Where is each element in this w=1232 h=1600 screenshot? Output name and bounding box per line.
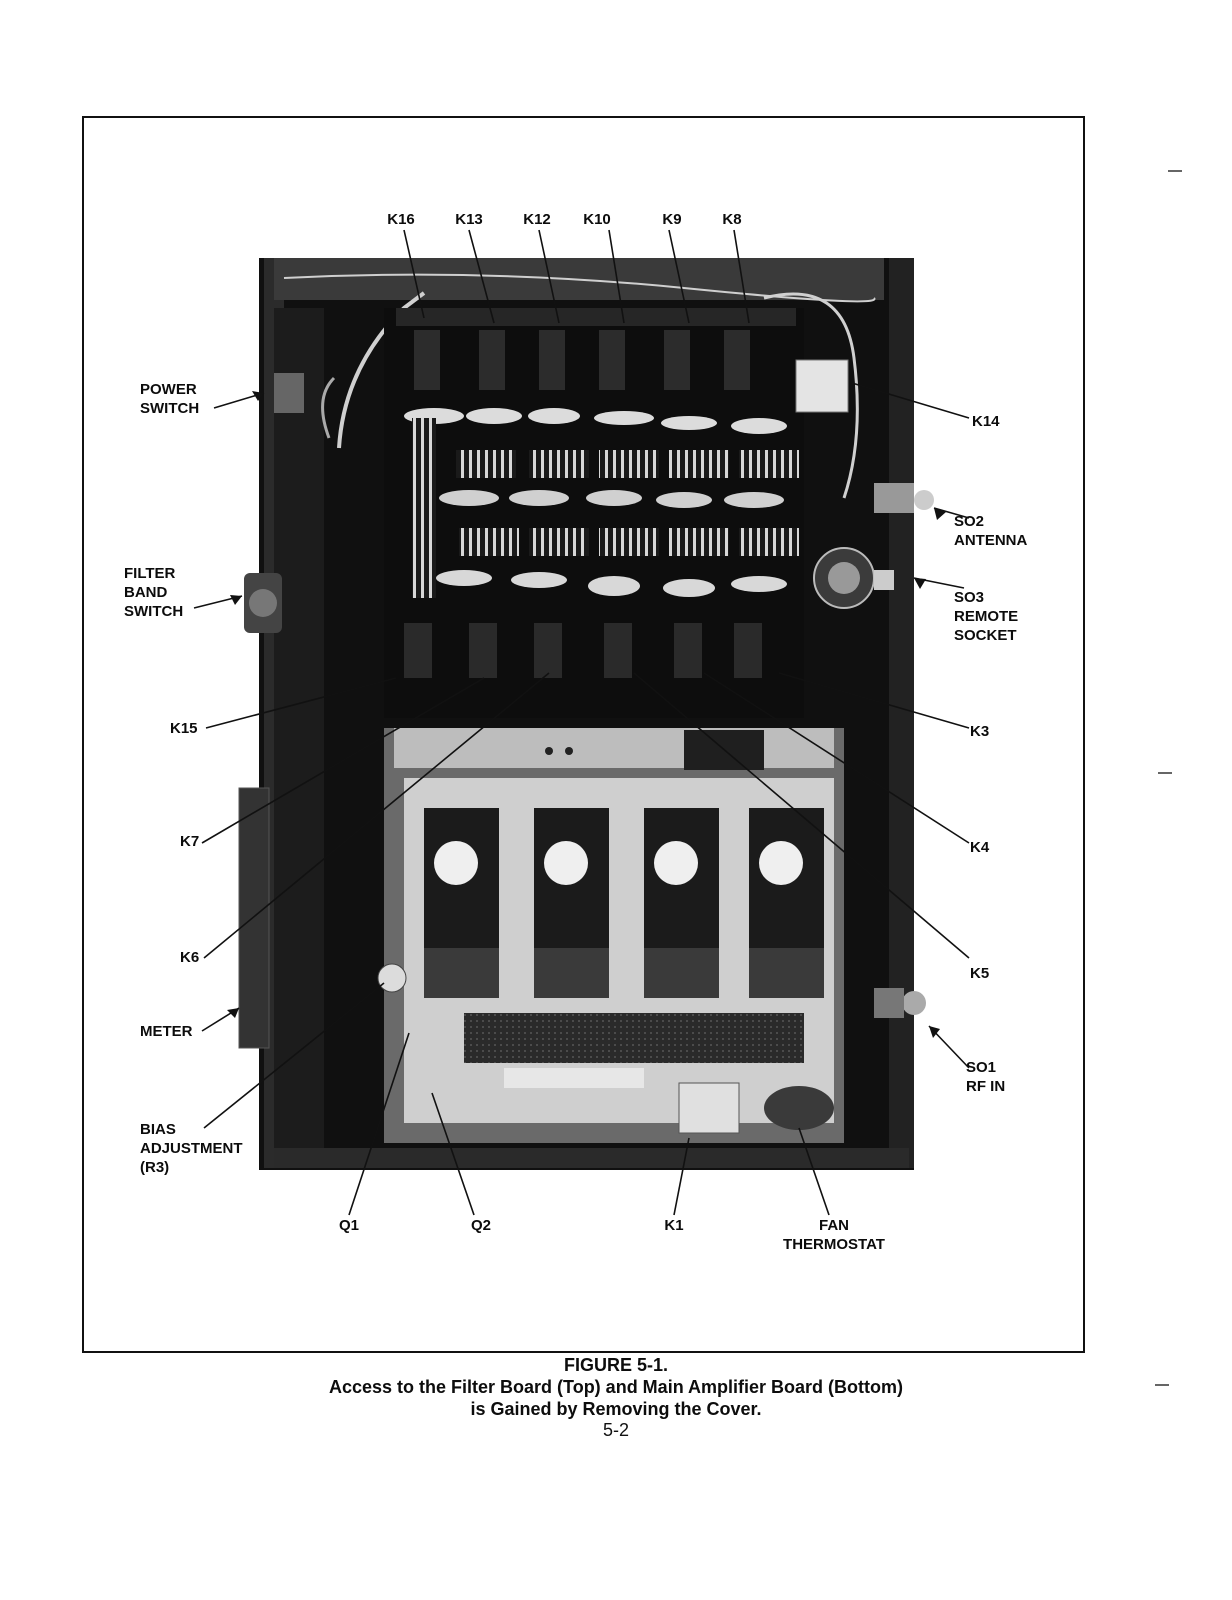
label-q2: Q2 [470, 1217, 491, 1234]
caption-figure-number: FIGURE 5-1. [563, 1355, 669, 1375]
label-power-switch: POWER SWITCH [140, 381, 200, 417]
label-filter-band-switch: FILTER BAND SWITCH [124, 565, 184, 620]
label-k7: K7 [180, 833, 200, 850]
label-k3: K3 [970, 723, 990, 740]
page-number: 5-2 [602, 1420, 629, 1440]
label-k1: K1 [664, 1217, 684, 1234]
label-k13: K13 [455, 211, 483, 228]
label-so3-remote-socket: SO3 REMOTE SOCKET [954, 589, 1019, 644]
label-k9: K9 [662, 211, 682, 228]
margin-mark [1155, 1384, 1169, 1386]
label-bias-adjustment: BIAS ADJUSTMENT (R3) [140, 1121, 243, 1176]
label-so1-rf-in: SO1 RF IN [966, 1059, 1006, 1095]
margin-mark [1168, 170, 1182, 172]
label-k10: K10 [583, 211, 611, 228]
label-k16: K16 [387, 211, 415, 228]
label-fan-thermostat: FAN THERMOSTAT [783, 1217, 885, 1253]
label-k14: K14 [972, 413, 1000, 430]
amplifier-interior-photo [193, 229, 970, 1216]
label-k8: K8 [722, 211, 742, 228]
label-q1: Q1 [338, 1217, 359, 1234]
label-meter: METER [140, 1023, 193, 1040]
label-so2-antenna: SO2 ANTENNA [954, 513, 1028, 549]
figure-caption: FIGURE 5-1. Access to the Filter Board (… [0, 1354, 1232, 1420]
label-k5: K5 [970, 965, 990, 982]
caption-line-3: is Gained by Removing the Cover. [470, 1399, 762, 1419]
label-k15: K15 [170, 720, 198, 737]
caption-line-2: Access to the Filter Board (Top) and Mai… [328, 1377, 904, 1397]
margin-mark [1158, 772, 1172, 774]
label-k12: K12 [523, 211, 551, 228]
label-k4: K4 [970, 839, 990, 856]
label-k6: K6 [180, 949, 200, 966]
figure-frame: K16 K13 K12 K10 K9 K8 POWER SWITCH FILTE… [82, 116, 1085, 1353]
